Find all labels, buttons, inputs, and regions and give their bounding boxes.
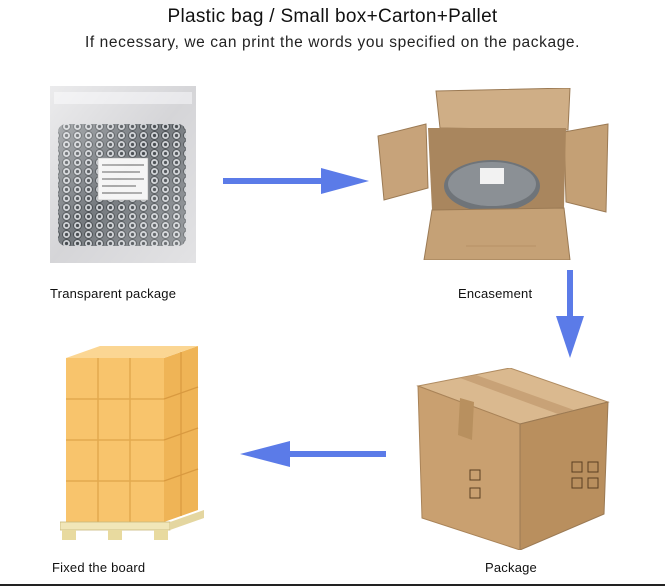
arrow-down-icon: [556, 270, 584, 358]
page-title: Plastic bag / Small box+Carton+Pallet: [167, 6, 498, 27]
caption-fixed-the-board: Fixed the board: [52, 560, 146, 575]
arrow-left-icon: [240, 441, 386, 467]
pallet-image: [60, 346, 204, 540]
sealed-carton-image: [416, 368, 610, 550]
caption-package: Package: [485, 560, 537, 575]
plastic-bag-image: [50, 86, 196, 263]
open-carton-image: [377, 88, 609, 260]
caption-transparent-package: Transparent package: [50, 286, 177, 301]
arrow-right-icon: [223, 168, 369, 194]
bottom-divider: [0, 584, 665, 586]
caption-encasement: Encasement: [458, 286, 533, 301]
page-subtitle: If necessary, we can print the words you…: [84, 34, 581, 51]
